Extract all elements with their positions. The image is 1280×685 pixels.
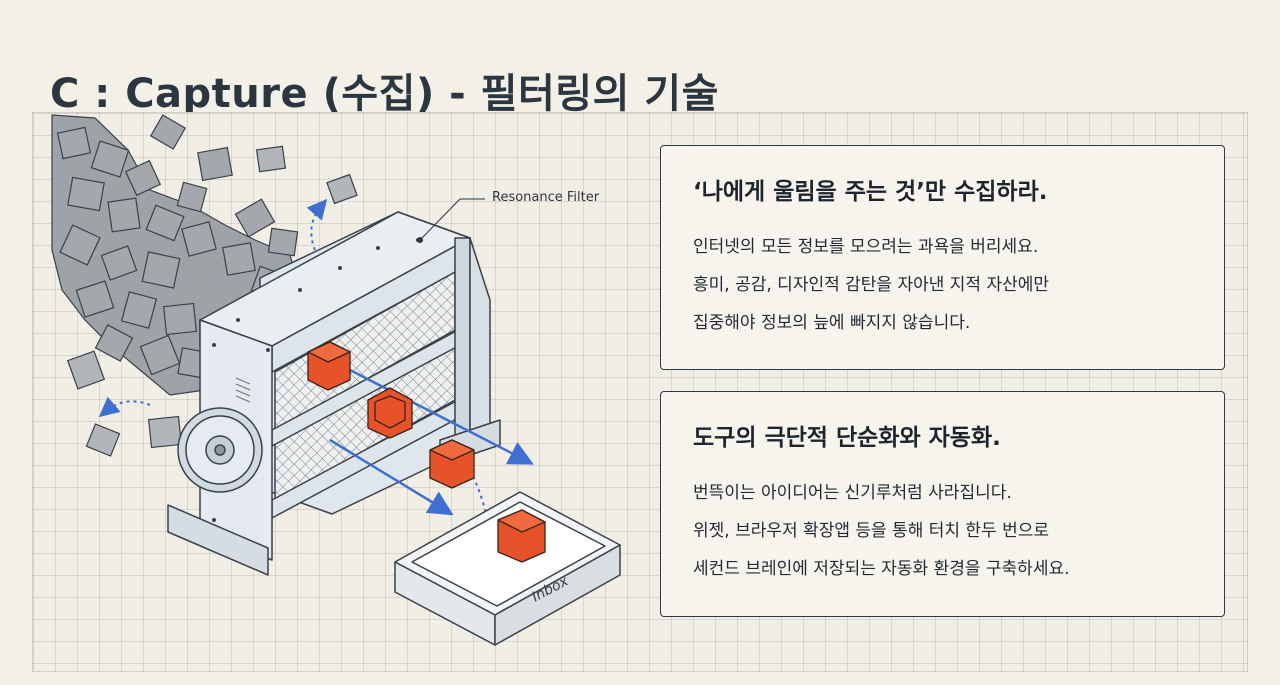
resonance-filter-machine (167, 211, 501, 576)
card-line: 집중해야 정보의 늪에 빠지지 않습니다. (693, 313, 971, 333)
capture-card-automation: 도구의 극단적 단순화와 자동화. 번뜩이는 아이디어는 신기루처럼 사라집니다… (660, 391, 1225, 617)
card-line: 위젯, 브라우저 확장앱 등을 통해 터치 한두 번으로 (693, 521, 1050, 541)
card-line: 번뜩이는 아이디어는 신기루처럼 사라집니다. (693, 483, 1012, 503)
card-heading: 도구의 극단적 단순화와 자동화. (693, 425, 1001, 451)
page-title: C : Capture (수집) - 필터링의 기술 (50, 70, 719, 117)
card-heading: ‘나에게 울림을 주는 것’만 수집하라. (693, 179, 1048, 205)
card-line: 인터넷의 모든 정보를 모으려는 과욕을 버리세요. (693, 237, 1039, 257)
inbox-tray (394, 491, 621, 646)
reject-arrow (98, 396, 151, 418)
card-line: 흥미, 공감, 디자인적 감탄을 자아낸 지적 자산에만 (693, 275, 1050, 295)
filter-illustration: Inbox (51, 114, 621, 646)
resonant-item-cube (307, 341, 475, 489)
inbox-cube (497, 509, 546, 563)
capture-card-resonance: ‘나에게 울림을 주는 것’만 수집하라. 인터넷의 모든 정보를 모으려는 과… (660, 145, 1225, 370)
filter-label: Resonance Filter (492, 190, 600, 205)
card-line: 세컨드 브레인에 저장되는 자동화 환경을 구축하세요. (693, 559, 1070, 579)
filter-label-leader (419, 198, 461, 241)
reject-arrow (306, 198, 328, 251)
